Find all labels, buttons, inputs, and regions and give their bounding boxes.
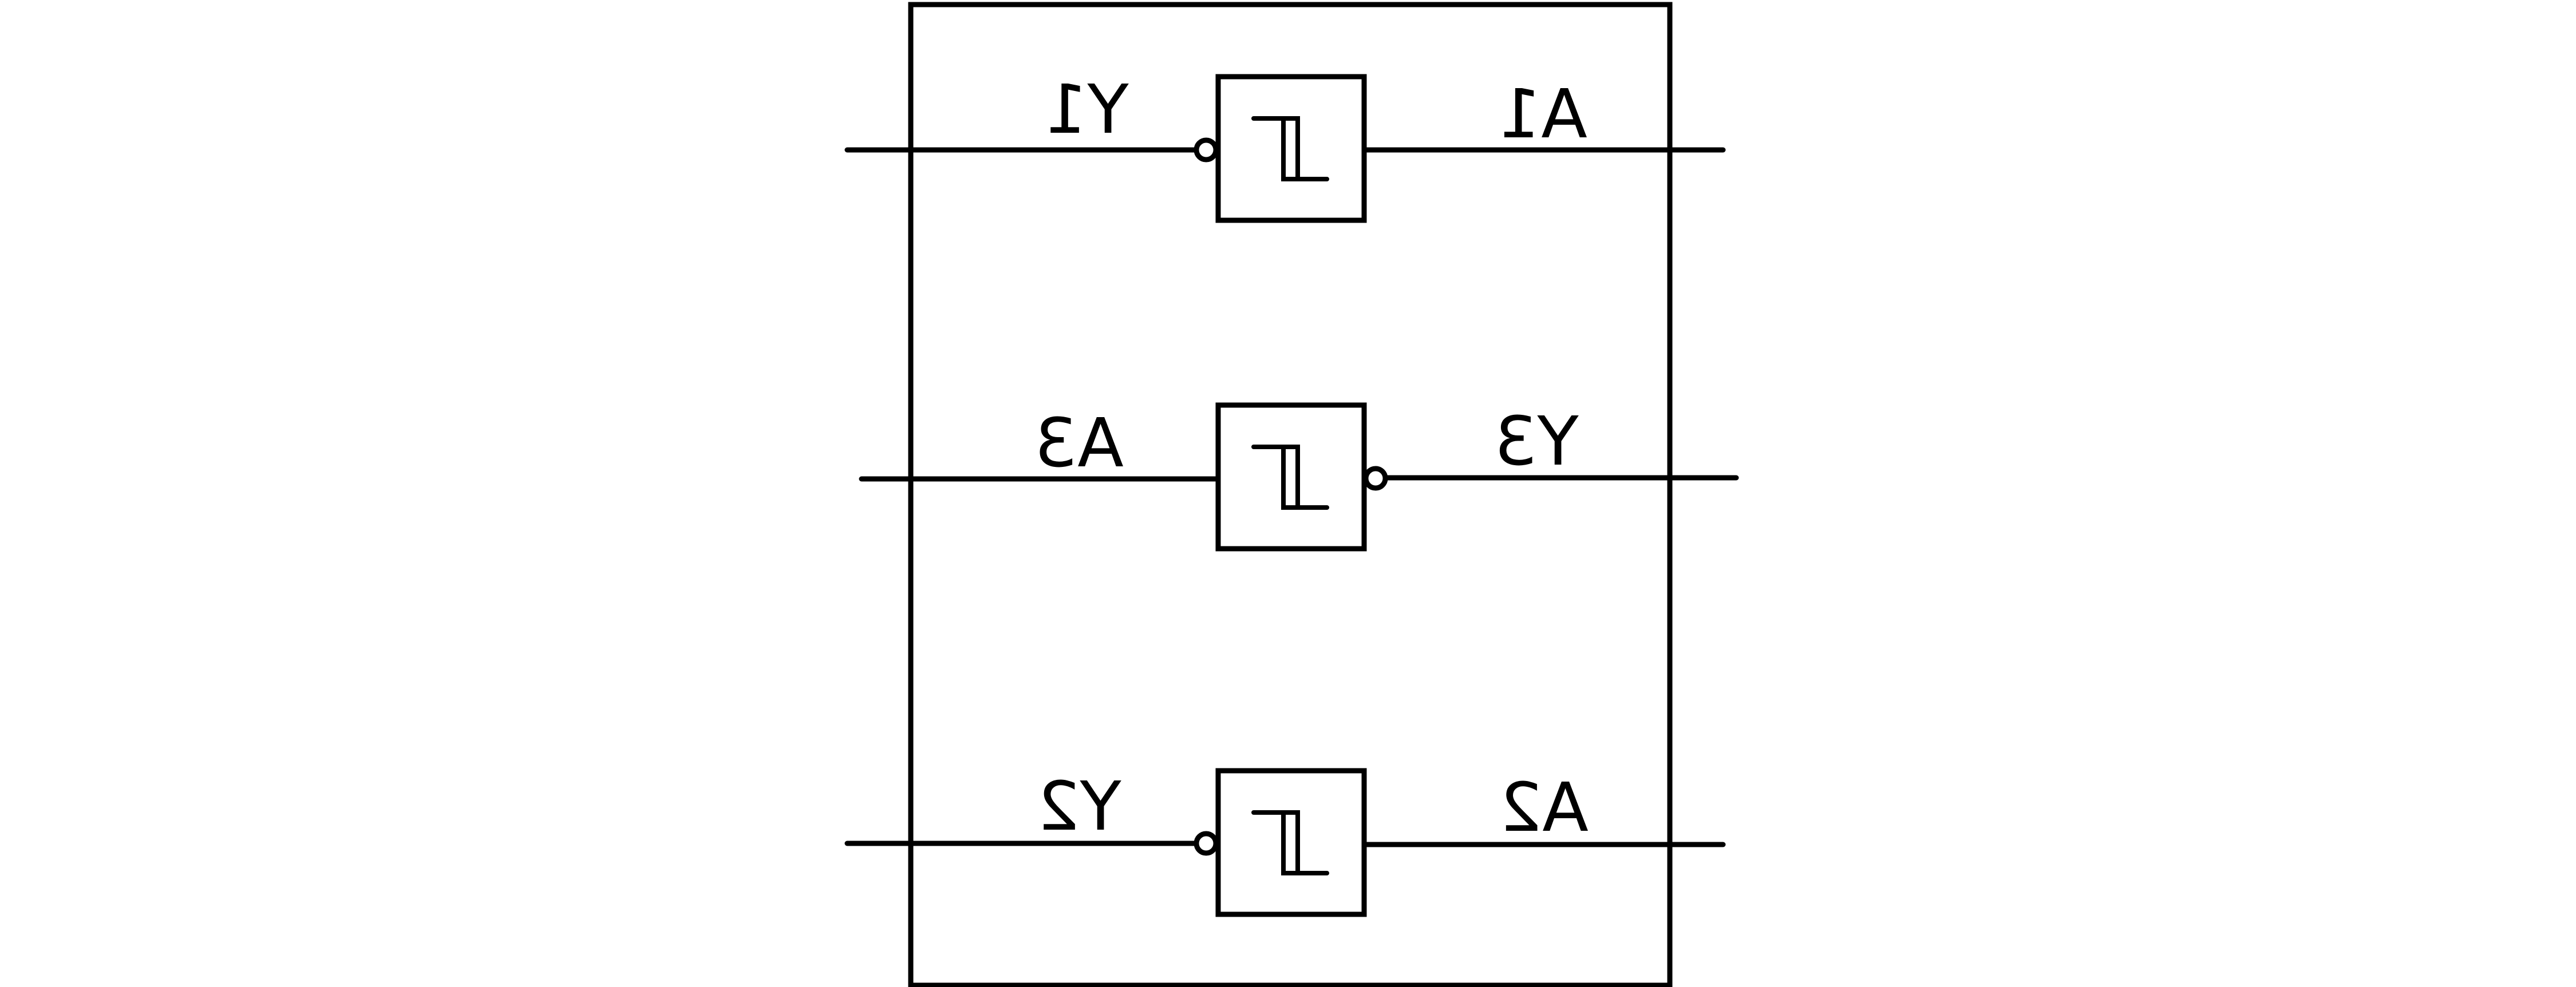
gate-1-right-label: A1 [1498, 74, 1587, 153]
gate-3-left-label: A3 [1034, 403, 1124, 482]
gate-3: A3 Y3 [859, 402, 1739, 552]
gate-2: Y2 A2 [844, 767, 1726, 917]
gate-3-inversion-bubble [1363, 466, 1388, 491]
gate-3-body [1215, 402, 1367, 552]
package-outline [908, 2, 1673, 987]
gate-1: Y1 A1 [844, 70, 1726, 223]
gate-2-body [1215, 768, 1367, 917]
gate-2-right-label: A2 [1499, 768, 1589, 847]
gate-1-inversion-bubble [1194, 137, 1219, 162]
gate-1-left-label: Y1 [1044, 70, 1129, 149]
schmitt-trigger-icon [1251, 445, 1329, 510]
gate-3-right-label: Y3 [1494, 402, 1579, 481]
schmitt-trigger-icon [1251, 116, 1329, 181]
gate-1-body [1215, 74, 1367, 223]
gate-2-inversion-bubble [1194, 831, 1219, 856]
gate-2-left-label: Y2 [1037, 767, 1121, 846]
schmitt-trigger-icon [1251, 810, 1329, 875]
